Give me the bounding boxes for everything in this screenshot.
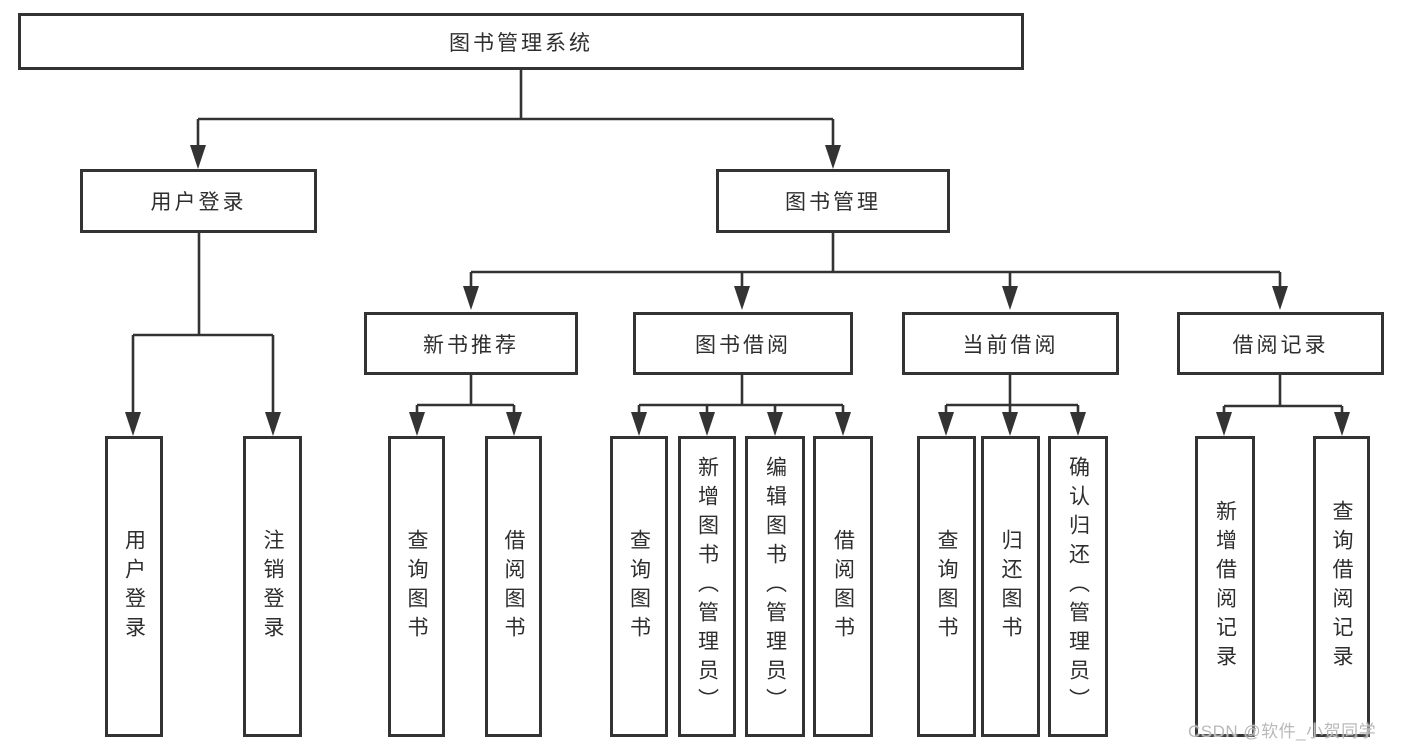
node-new-book-recommend: 新书推荐 xyxy=(364,312,578,375)
node-book-borrow: 图书借阅 xyxy=(633,312,853,375)
node-add-book: 新增图书（管理员） xyxy=(678,436,736,737)
node-user-login: 用户登录 xyxy=(80,169,317,233)
node-borrow-records: 借阅记录 xyxy=(1177,312,1384,375)
edge-borrow-record-children xyxy=(1216,375,1350,436)
node-login: 用户登录 xyxy=(105,436,163,737)
edge-root-children xyxy=(190,70,841,169)
node-query-book-2: 查询图书 xyxy=(610,436,668,737)
node-add-borrow-record: 新增借阅记录 xyxy=(1195,436,1255,737)
node-query-book-3: 查询图书 xyxy=(917,436,976,737)
node-logout: 注销登录 xyxy=(243,436,302,737)
node-root: 图书管理系统 xyxy=(18,13,1024,70)
edge-current-borrow-children xyxy=(938,375,1086,436)
edge-book-mgmt-children xyxy=(463,233,1288,310)
node-current-borrow: 当前借阅 xyxy=(902,312,1119,375)
edge-user-login-children xyxy=(125,233,281,436)
node-confirm-return: 确认归还（管理员） xyxy=(1048,436,1108,737)
node-borrow-book-2: 借阅图书 xyxy=(813,436,873,737)
edge-book-borrow-children xyxy=(631,375,851,436)
node-return-book: 归还图书 xyxy=(981,436,1040,737)
edge-new-book-rec-children xyxy=(409,375,522,436)
node-borrow-book-1: 借阅图书 xyxy=(485,436,542,737)
node-query-borrow-record: 查询借阅记录 xyxy=(1313,436,1370,737)
node-query-book-1: 查询图书 xyxy=(388,436,445,737)
csdn-watermark: CSDN @软件_小贺同学 xyxy=(1188,722,1377,741)
node-book-management: 图书管理 xyxy=(716,169,950,233)
node-edit-book: 编辑图书（管理员） xyxy=(745,436,805,737)
